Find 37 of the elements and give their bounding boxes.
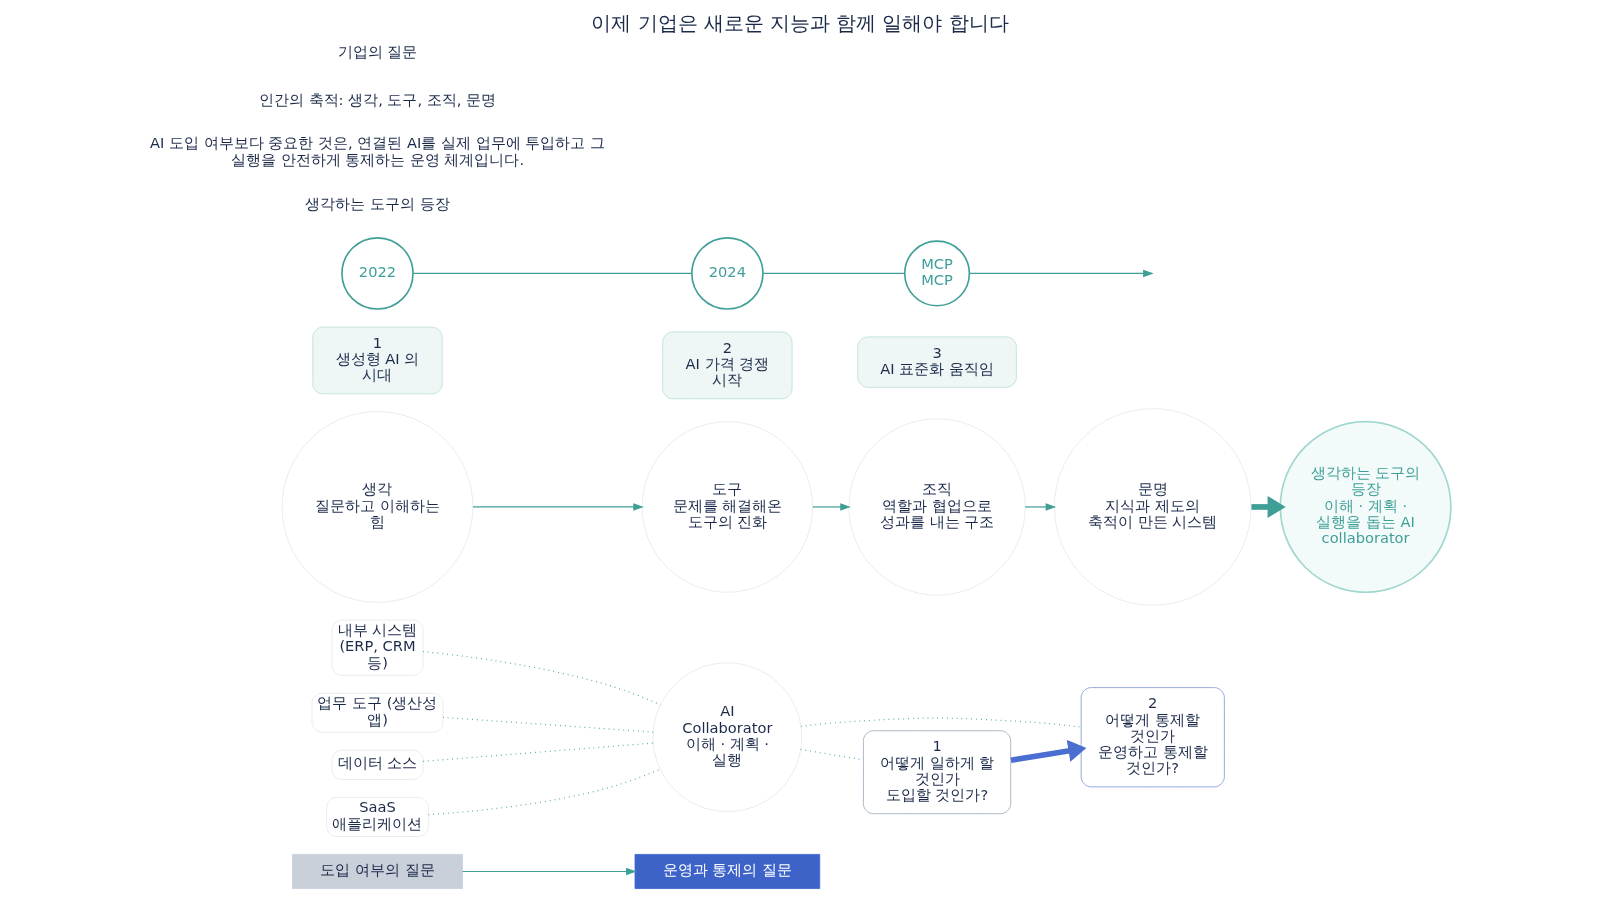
node-circle: AI Collaborator 이해 · 계획 · 실행 (652, 662, 803, 813)
diagram-title: 이제 기업은 새로운 지능과 함께 일해야 합니다 (591, 12, 1009, 36)
arrow (1010, 739, 1087, 764)
node-box: 1 생성형 AI 의 시대 (312, 326, 443, 395)
node-box: 1 어떻게 일하게 할 것인가 도입할 것인가? (863, 730, 1012, 815)
arrow (472, 503, 644, 511)
connector (800, 748, 864, 761)
label: 생각하는 도구의 등장 (305, 194, 450, 212)
node-box: 업무 도구 (생산성 앱) (311, 692, 444, 733)
connector (412, 272, 693, 275)
node-box: 데이터 소스 (331, 749, 424, 780)
node-circle: 2022 (341, 237, 414, 310)
node-circle: 문명 지식과 제도의 축적이 만든 시스템 (1054, 408, 1252, 606)
arrow (968, 269, 1154, 278)
node-circle: 도구 문제를 해결해온 도구의 진화 (641, 421, 814, 593)
arrow (462, 867, 637, 876)
arrow (1251, 495, 1286, 519)
node-box: 2 어떻게 통제할 것인가 운영하고 통제할 것인가? (1080, 687, 1225, 788)
node-box: SaaS 애플리케이션 (326, 797, 429, 837)
node-box: 2 AI 가격 경쟁 시작 (662, 331, 793, 400)
label: AI 도입 여부보다 중요한 것은, 연결된 AI를 실제 업무에 투입하고 그 실행을 안전하게 통제하는 운영 체계입니다. (150, 134, 605, 168)
label: 기업의 질문 (337, 43, 418, 61)
label: 인간의 축적: 생각, 도구, 조직, 문명 (258, 90, 497, 108)
arrow (812, 503, 851, 511)
connector (762, 272, 906, 275)
node-circle: 2024 (691, 237, 764, 310)
node-box: 내부 시스템 (ERP, CRM 등) (331, 619, 424, 676)
node-circle: 생각하는 도구의 등장 이해 · 계획 · 실행을 돕는 AI collaborator (1279, 420, 1452, 594)
connector (422, 742, 654, 762)
node-box: 3 AI 표준화 움직임 (857, 336, 1017, 388)
node-circle: MCP MCP (903, 240, 971, 307)
node-circle: 생각 질문하고 이해하는 힘 (281, 411, 474, 603)
arrow (1024, 503, 1057, 511)
node-box: 도입 여부의 질문 (292, 854, 463, 889)
node-circle: 조직 역할과 협업으로 성과를 내는 구조 (848, 418, 1026, 596)
node-box: 운영과 통제의 질문 (634, 854, 821, 889)
connector (442, 716, 654, 733)
